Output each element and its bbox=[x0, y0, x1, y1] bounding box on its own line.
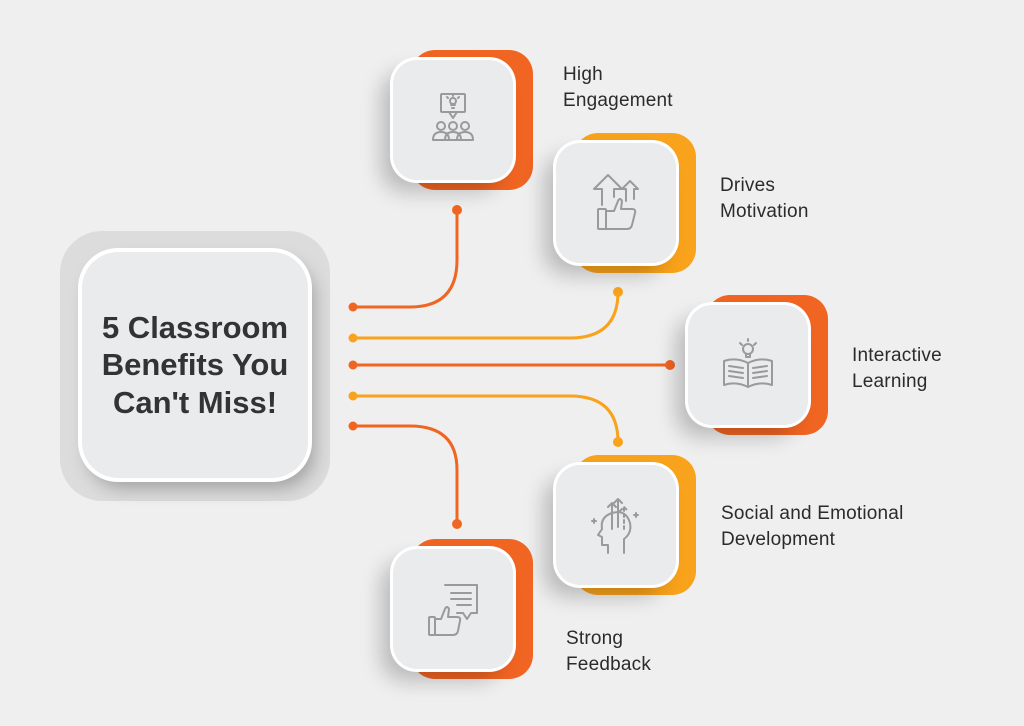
connector-drives-motivation bbox=[351, 290, 620, 340]
label-drives-motivation: Drives Motivation bbox=[720, 175, 809, 222]
benefit-card-social-emotional bbox=[556, 455, 696, 595]
dot-end-2 bbox=[613, 287, 623, 297]
label-strong-feedback: Strong Feedback bbox=[566, 628, 652, 675]
icon-card bbox=[556, 143, 676, 263]
presentation-audience-icon bbox=[432, 93, 474, 141]
head-growth-arrows-icon bbox=[591, 498, 639, 554]
label-social-emotional: Social and Emotional Development bbox=[721, 503, 904, 550]
benefit-card-high-engagement bbox=[393, 50, 533, 190]
icon-card bbox=[688, 305, 808, 425]
hub-card: 5 Classroom Benefits You Can't Miss! bbox=[82, 252, 308, 478]
thumbs-up-arrows-icon bbox=[593, 174, 639, 230]
hub-title: 5 Classroom Benefits You Can't Miss! bbox=[101, 310, 289, 420]
dot-start-3 bbox=[348, 360, 358, 370]
label-interactive-learning: Interactive Learning bbox=[852, 345, 942, 392]
label-high-engagement: High Engagement bbox=[563, 64, 673, 111]
connector-social-emotional bbox=[351, 394, 620, 444]
dot-end-4 bbox=[613, 437, 623, 447]
dot-end-5 bbox=[452, 519, 462, 529]
connector-high-engagement bbox=[351, 208, 459, 309]
icon-card bbox=[393, 60, 513, 180]
dot-start-1 bbox=[348, 302, 358, 312]
benefit-card-interactive-learning bbox=[688, 295, 828, 435]
dot-end-3 bbox=[665, 360, 675, 370]
thumbs-up-chat-icon bbox=[428, 584, 478, 636]
open-book-lightbulb-icon bbox=[723, 338, 773, 388]
icon-card bbox=[393, 549, 513, 669]
dot-start-4 bbox=[348, 391, 358, 401]
benefit-card-strong-feedback bbox=[393, 539, 533, 679]
icon-card bbox=[556, 465, 676, 585]
benefit-card-drives-motivation bbox=[556, 133, 696, 273]
connector-strong-feedback bbox=[351, 424, 459, 526]
dot-end-1 bbox=[452, 205, 462, 215]
dot-start-5 bbox=[348, 421, 358, 431]
dot-start-2 bbox=[348, 333, 358, 343]
